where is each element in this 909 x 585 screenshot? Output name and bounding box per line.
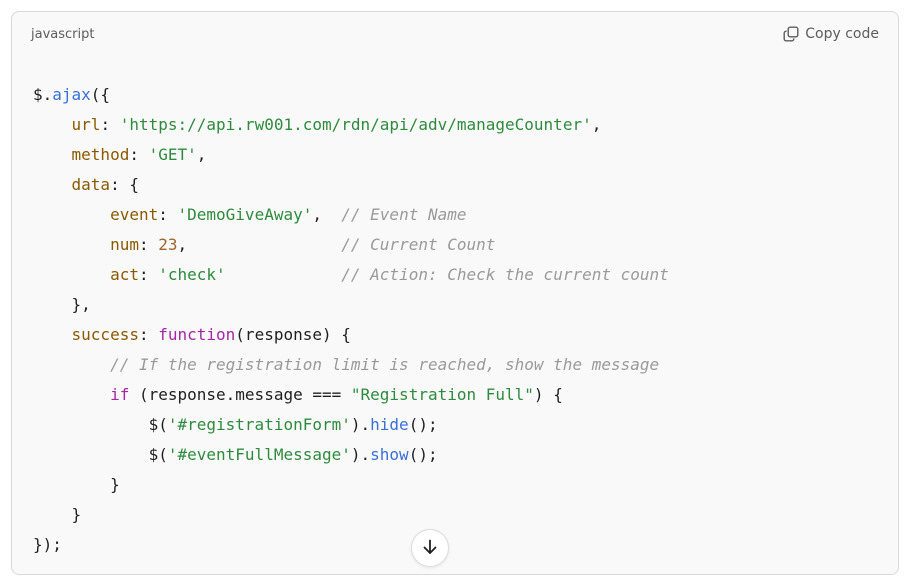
code-token: :	[138, 325, 159, 344]
code-block: javascript Copy code $.ajax({ url: 'http…	[11, 11, 899, 575]
code-token: function	[158, 325, 236, 344]
code-token: ,	[196, 145, 207, 164]
code-token: ajax	[52, 85, 91, 104]
code-line: $('#registrationForm').hide();	[33, 410, 669, 440]
code-token	[33, 385, 110, 404]
code-line: method: 'GET',	[33, 140, 669, 170]
code-token: }	[33, 475, 120, 494]
code-token: (response.message ===	[129, 385, 351, 404]
code-token: url	[71, 115, 101, 134]
code-token	[226, 265, 342, 284]
code-token: ,	[591, 115, 602, 134]
copy-code-button[interactable]: Copy code	[783, 26, 879, 42]
code-line: num: 23, // Current Count	[33, 230, 669, 260]
code-token: $.	[33, 85, 53, 104]
code-token: 'DemoGiveAway'	[177, 205, 313, 224]
code-line: $('#eventFullMessage').show();	[33, 440, 669, 470]
code-token	[33, 205, 110, 224]
code-token: 'GET'	[148, 145, 197, 164]
code-token: $(	[33, 445, 168, 464]
code-token	[33, 175, 72, 194]
code-token: ) {	[533, 385, 563, 404]
code-line: if (response.message === "Registration F…	[33, 380, 669, 410]
code-line: act: 'check' // Action: Check the curren…	[33, 260, 669, 290]
code-token: // Action: Check the current count	[341, 265, 669, 284]
code-line: },	[33, 290, 669, 320]
code-language-label: javascript	[31, 26, 95, 42]
code-token: // If the registration limit is reached,…	[110, 355, 660, 374]
code-token: '#registrationForm'	[167, 415, 351, 434]
code-token: :	[138, 265, 159, 284]
code-token: ,	[312, 205, 342, 224]
code-token: if	[110, 385, 130, 404]
code-token: success	[71, 325, 139, 344]
code-token: ();	[408, 445, 438, 464]
code-content: $.ajax({ url: 'https://api.rw001.com/rdn…	[33, 80, 669, 560]
arrow-down-icon	[421, 538, 439, 559]
code-token	[33, 355, 110, 374]
code-line: });	[33, 530, 669, 560]
code-token: "Registration Full"	[350, 385, 534, 404]
code-token: num	[110, 235, 139, 254]
code-token: // Current Count	[341, 235, 496, 254]
code-line: url: 'https://api.rw001.com/rdn/api/adv/…	[33, 110, 669, 140]
code-line: $.ajax({	[33, 80, 669, 110]
code-line: // If the registration limit is reached,…	[33, 350, 669, 380]
code-token: hide	[370, 415, 409, 434]
code-token: event	[110, 205, 159, 224]
code-line: }	[33, 500, 669, 530]
code-token: '#eventFullMessage'	[167, 445, 351, 464]
code-token	[33, 235, 110, 254]
code-token: // Event Name	[341, 205, 467, 224]
code-token: ({	[90, 85, 111, 104]
code-token: :	[100, 115, 120, 134]
code-token: act	[110, 265, 139, 284]
code-token: 'https://api.rw001.com/rdn/api/adv/manag…	[119, 115, 592, 134]
code-token: :	[129, 145, 149, 164]
scroll-to-bottom-button[interactable]	[411, 529, 449, 567]
code-token: ).	[350, 445, 371, 464]
code-token: });	[33, 535, 62, 554]
code-token	[33, 265, 110, 284]
code-line: data: {	[33, 170, 669, 200]
code-token: },	[33, 295, 91, 314]
code-token: :	[158, 205, 178, 224]
code-token: 'check'	[158, 265, 226, 284]
code-token: : {	[110, 175, 139, 194]
code-token	[33, 325, 72, 344]
code-line: event: 'DemoGiveAway', // Event Name	[33, 200, 669, 230]
code-header: javascript Copy code	[12, 12, 898, 56]
code-token: ).	[350, 415, 371, 434]
code-token: ,	[177, 235, 342, 254]
code-token: :	[138, 235, 159, 254]
code-token	[33, 145, 72, 164]
code-token	[33, 115, 72, 134]
code-line: success: function(response) {	[33, 320, 669, 350]
code-token: ();	[408, 415, 438, 434]
code-token: data	[71, 175, 111, 194]
copy-code-label: Copy code	[805, 26, 879, 42]
copy-icon	[783, 26, 799, 42]
code-token: method	[71, 145, 130, 164]
code-token: }	[33, 505, 82, 524]
code-token: $(	[33, 415, 168, 434]
code-token: 23	[158, 235, 178, 254]
code-token: show	[370, 445, 409, 464]
code-line: }	[33, 470, 669, 500]
code-token: (response) {	[235, 325, 351, 344]
